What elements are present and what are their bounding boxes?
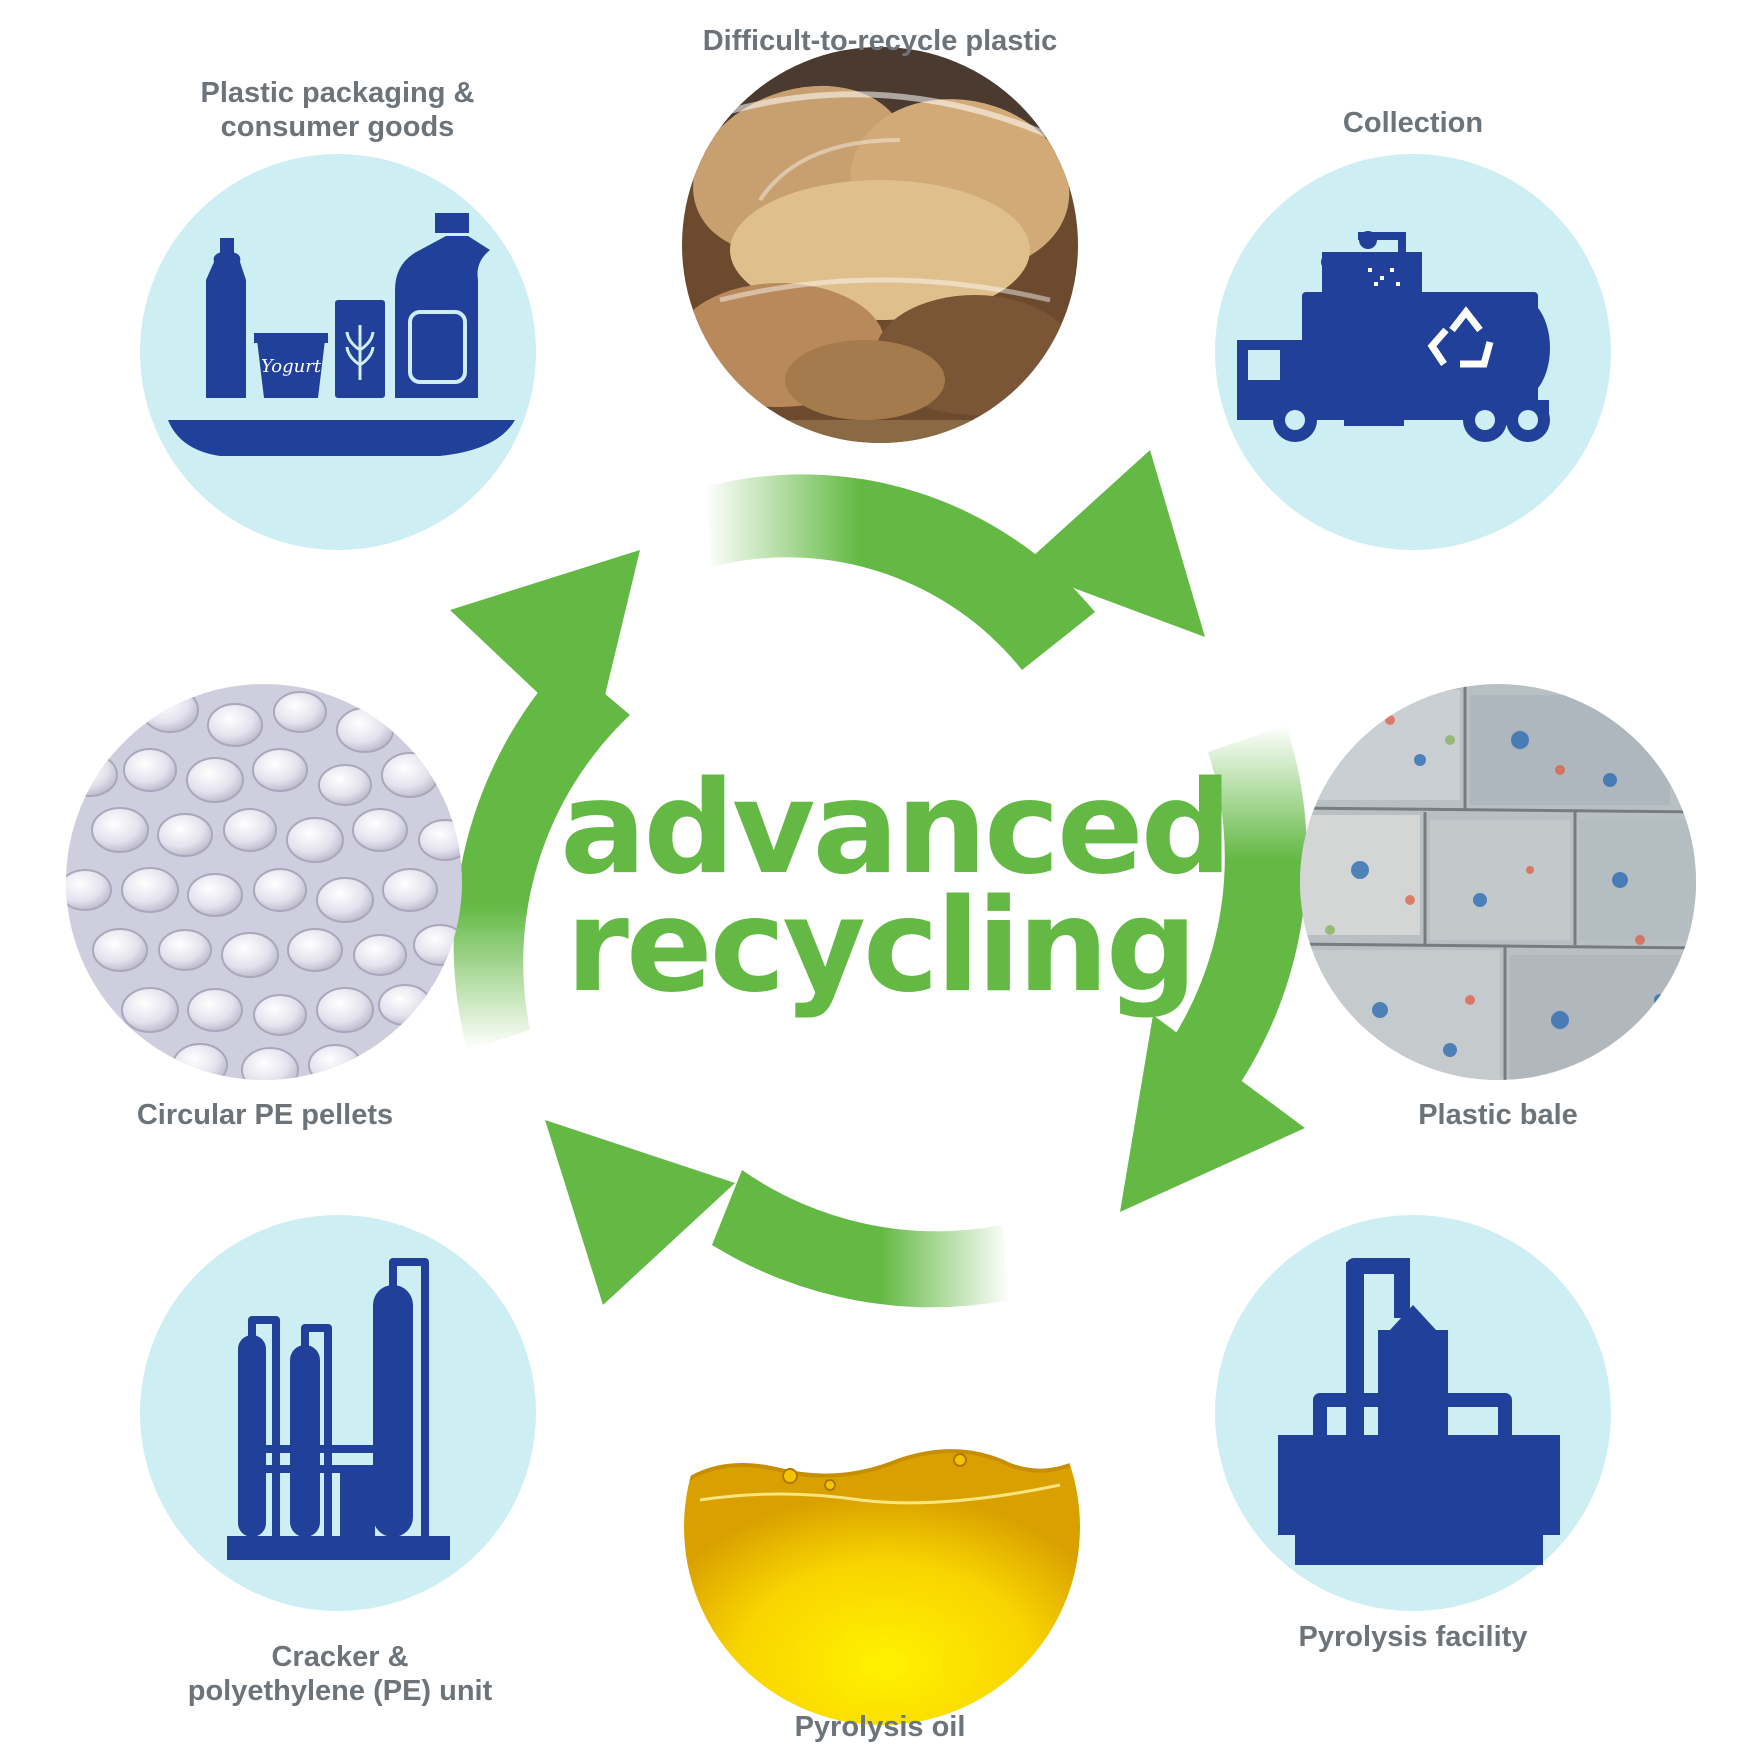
label-pyrolysis-oil: Pyrolysis oil [730, 1710, 1030, 1744]
label-line: Plastic packaging & [200, 77, 475, 109]
label-packaging-goods: Plastic packaging & consumer goods [150, 76, 525, 144]
label-line: Cracker & [271, 1641, 409, 1673]
label-line: Pyrolysis facility [1298, 1621, 1528, 1653]
arrow-bottom-left [545, 1120, 1010, 1308]
label-difficult-to-recycle: Difficult-to-recycle plastic [630, 24, 1130, 58]
plastic-bale-photo [1300, 684, 1696, 1080]
title-line-2: recycling [565, 872, 1198, 1021]
label-line: consumer goods [220, 111, 455, 143]
cracker-pe-circle [140, 1215, 536, 1611]
label-line: Pyrolysis oil [794, 1711, 966, 1743]
label-line: Circular PE pellets [136, 1099, 394, 1131]
refinery-columns-icon [227, 1285, 450, 1560]
yogurt-cup-label: Yogurt [261, 356, 322, 377]
bread-photo [682, 47, 1078, 443]
recycling-truck-icon [1237, 231, 1550, 442]
label-line: Difficult-to-recycle plastic [702, 25, 1058, 57]
pe-pellets-photo [66, 684, 462, 1080]
packaging-circle: Yogurt [140, 154, 536, 550]
title-line-1: advanced [560, 754, 1232, 903]
facility-pipes [1313, 1393, 1512, 1435]
pyrolysis-oil-photo [684, 1329, 1080, 1725]
truck-dots [1368, 268, 1400, 286]
label-line: polyethylene (PE) unit [187, 1675, 493, 1707]
pyrolysis-reactor-icon [1278, 1258, 1560, 1565]
label-pyrolysis-facility: Pyrolysis facility [1223, 1620, 1603, 1654]
label-collection: Collection [1263, 106, 1563, 140]
arrow-bottom-right [1120, 725, 1307, 1212]
packaging-and-kayak-icon [168, 213, 515, 456]
label-plastic-bale: Plastic bale [1348, 1098, 1648, 1132]
grain-icon [345, 325, 375, 380]
collection-circle [1215, 154, 1611, 550]
label-line: Plastic bale [1418, 1099, 1578, 1131]
diagram-title: advanced recycling [560, 754, 1232, 1021]
refinery-pipes [248, 1258, 429, 1537]
label-cracker-pe-unit: Cracker & polyethylene (PE) unit [140, 1640, 540, 1708]
label-line: Collection [1342, 107, 1484, 139]
pyrolysis-facility-circle [1215, 1215, 1611, 1611]
recycle-symbol-icon [1427, 306, 1494, 368]
arrow-top-left [450, 550, 640, 1050]
label-circular-pe-pellets: Circular PE pellets [100, 1098, 430, 1132]
arrow-top-right [705, 450, 1205, 670]
